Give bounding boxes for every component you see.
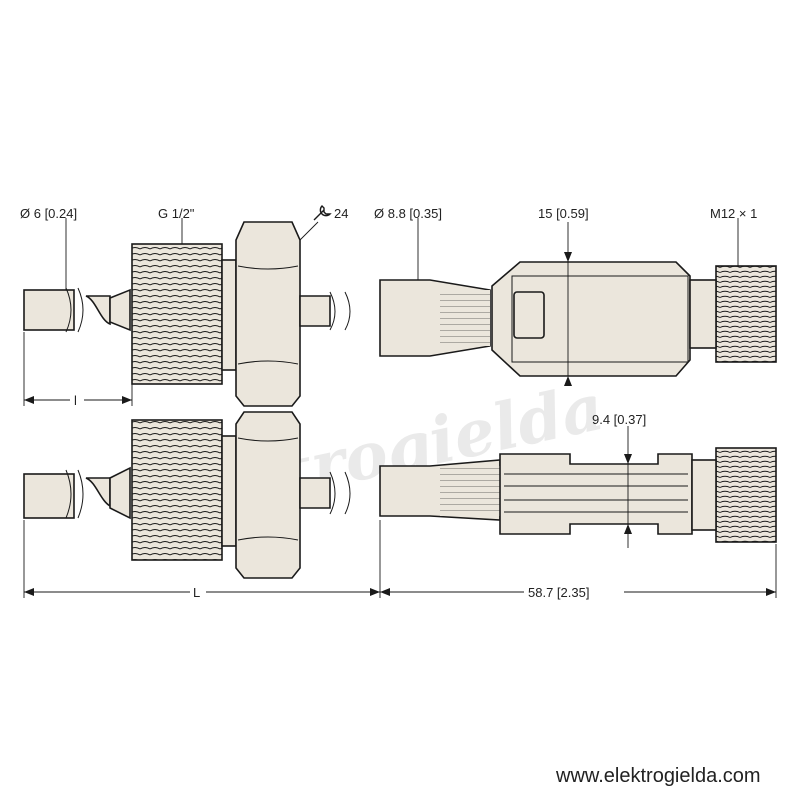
label-length-total: L [193, 585, 200, 600]
wrench-icon [313, 205, 332, 221]
label-connector-thread: M12 × 1 [710, 206, 757, 221]
label-grip-width-top: 15 [0.59] [538, 206, 589, 221]
threaded-body-top [131, 243, 223, 385]
grip-bottom [499, 453, 693, 535]
label-cable-diameter: Ø 6 [0.24] [20, 206, 77, 221]
label-wrench-size: 24 [334, 206, 348, 221]
sensor-bottom [23, 411, 777, 579]
hex-nut-top [235, 221, 301, 407]
label-thread: G 1/2" [158, 206, 195, 221]
cable-top [23, 289, 75, 331]
connector-thread-top [715, 265, 777, 363]
label-length-small: l [74, 393, 77, 408]
label-length-connector: 58.7 [2.35] [528, 585, 589, 600]
grip-top [491, 261, 691, 377]
cable-bottom [23, 473, 75, 519]
threaded-body-bottom [131, 419, 223, 561]
footer-url[interactable]: www.elektrogielda.com [555, 765, 761, 787]
label-grip-width-bottom: 9.4 [0.37] [592, 412, 646, 427]
hex-nut-bottom [235, 411, 301, 579]
sensor-top [23, 221, 777, 407]
connector-thread-bottom [715, 447, 777, 543]
label-body-diameter: Ø 8.8 [0.35] [374, 206, 442, 221]
